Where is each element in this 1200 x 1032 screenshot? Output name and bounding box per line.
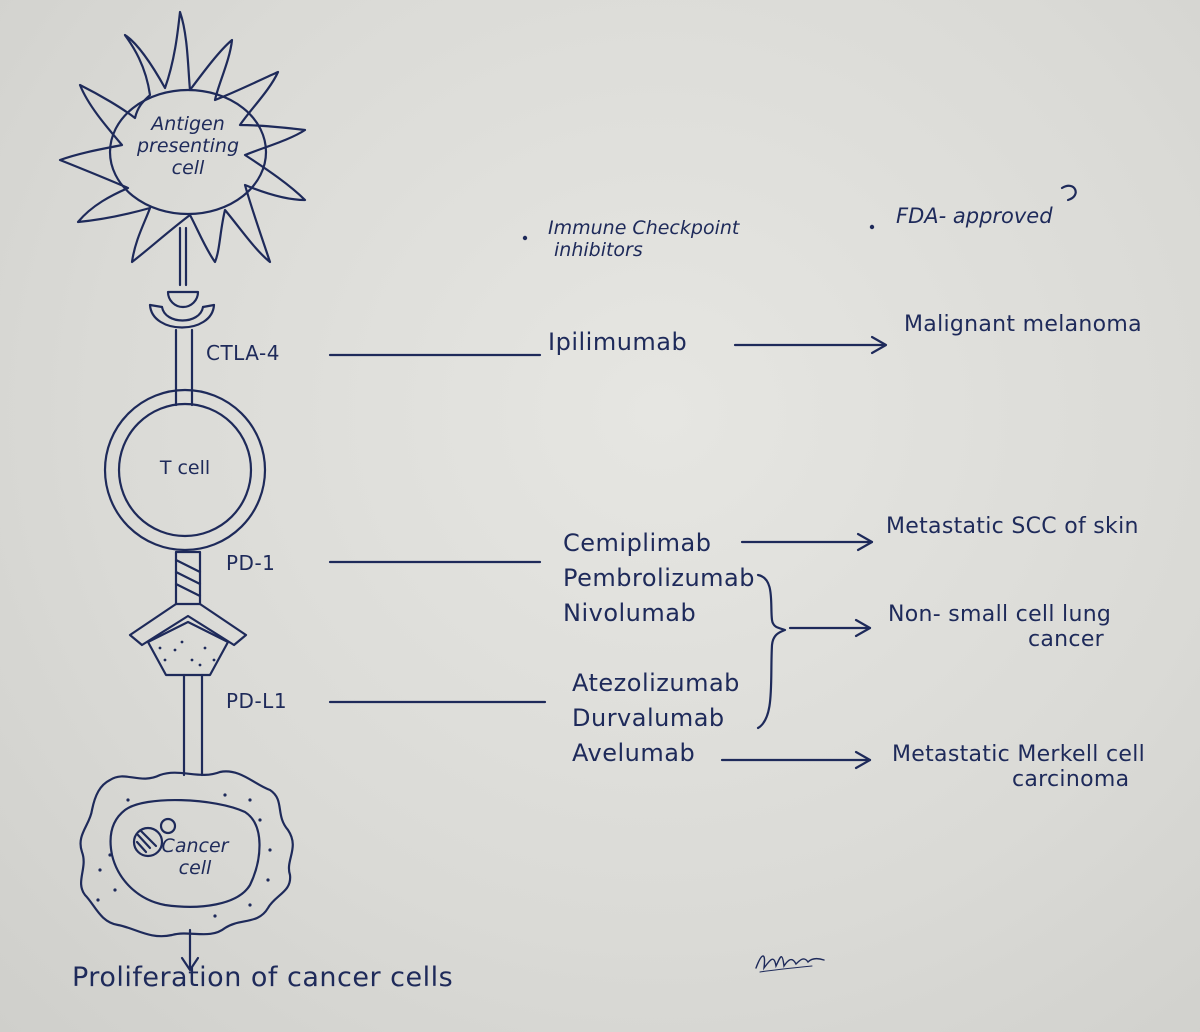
proliferation-label: Proliferation of cancer cells — [72, 962, 454, 993]
drug-avelumab: Avelumab — [572, 739, 696, 767]
drug-ipilimumab: Ipilimumab — [548, 328, 688, 356]
indication-merkel-line-2: carcinoma — [1012, 767, 1130, 793]
inhibitors-header-line-1: Immune Checkpoint — [548, 217, 740, 239]
pdl1-label: PD-L1 — [226, 689, 288, 713]
drug-brace — [756, 573, 787, 730]
cancer-label-line-1: Cancer — [161, 835, 229, 857]
apc-label-line-1: Antigen — [151, 113, 225, 135]
indication-nsclc: Non- small cell lung cancer — [888, 602, 1111, 653]
cancer-cell-label: Cancer cell — [140, 835, 250, 880]
pd1-label: PD-1 — [226, 551, 276, 575]
apc-nucleus — [108, 88, 268, 216]
indication-nsclc-line-2: cancer — [1028, 627, 1104, 653]
tcell-outer — [103, 388, 267, 552]
cancer-outline — [79, 770, 294, 938]
apc-label-line-3: cell — [171, 156, 205, 179]
indication-scc: Metastatic SCC of skin — [886, 514, 1139, 539]
signature-mark — [755, 955, 825, 973]
ctla4-label: CTLA-4 — [206, 341, 280, 365]
drug-cemiplimab: Cemiplimab — [563, 529, 712, 557]
tcell-label: T cell — [159, 457, 211, 479]
indication-melanoma: Malignant melanoma — [904, 312, 1142, 337]
inhibitors-header-line-2: inhibitors — [554, 238, 643, 261]
drug-atezolizumab: Atezolizumab — [572, 669, 740, 697]
drug-durvalumab: Durvalumab — [572, 704, 725, 732]
cancer-label-line-2: cell — [178, 856, 212, 879]
indication-merkel-line-1: Metastatic Merkell cell — [892, 742, 1146, 767]
approved-header: FDA- approved — [896, 204, 1053, 228]
drug-pembrolizumab: Pembrolizumab — [563, 564, 755, 592]
drug-nivolumab: Nivolumab — [563, 599, 697, 627]
inhibitors-header: Immune Checkpoint inhibitors — [548, 217, 740, 262]
apc-label-line-2: presenting — [136, 134, 240, 157]
apc-label: Antigen presenting cell — [128, 113, 248, 180]
tcell-inner — [117, 402, 253, 538]
indication-merkel: Metastatic Merkell cell carcinoma — [892, 742, 1145, 793]
indication-nsclc-line-1: Non- small cell lung — [888, 602, 1112, 627]
